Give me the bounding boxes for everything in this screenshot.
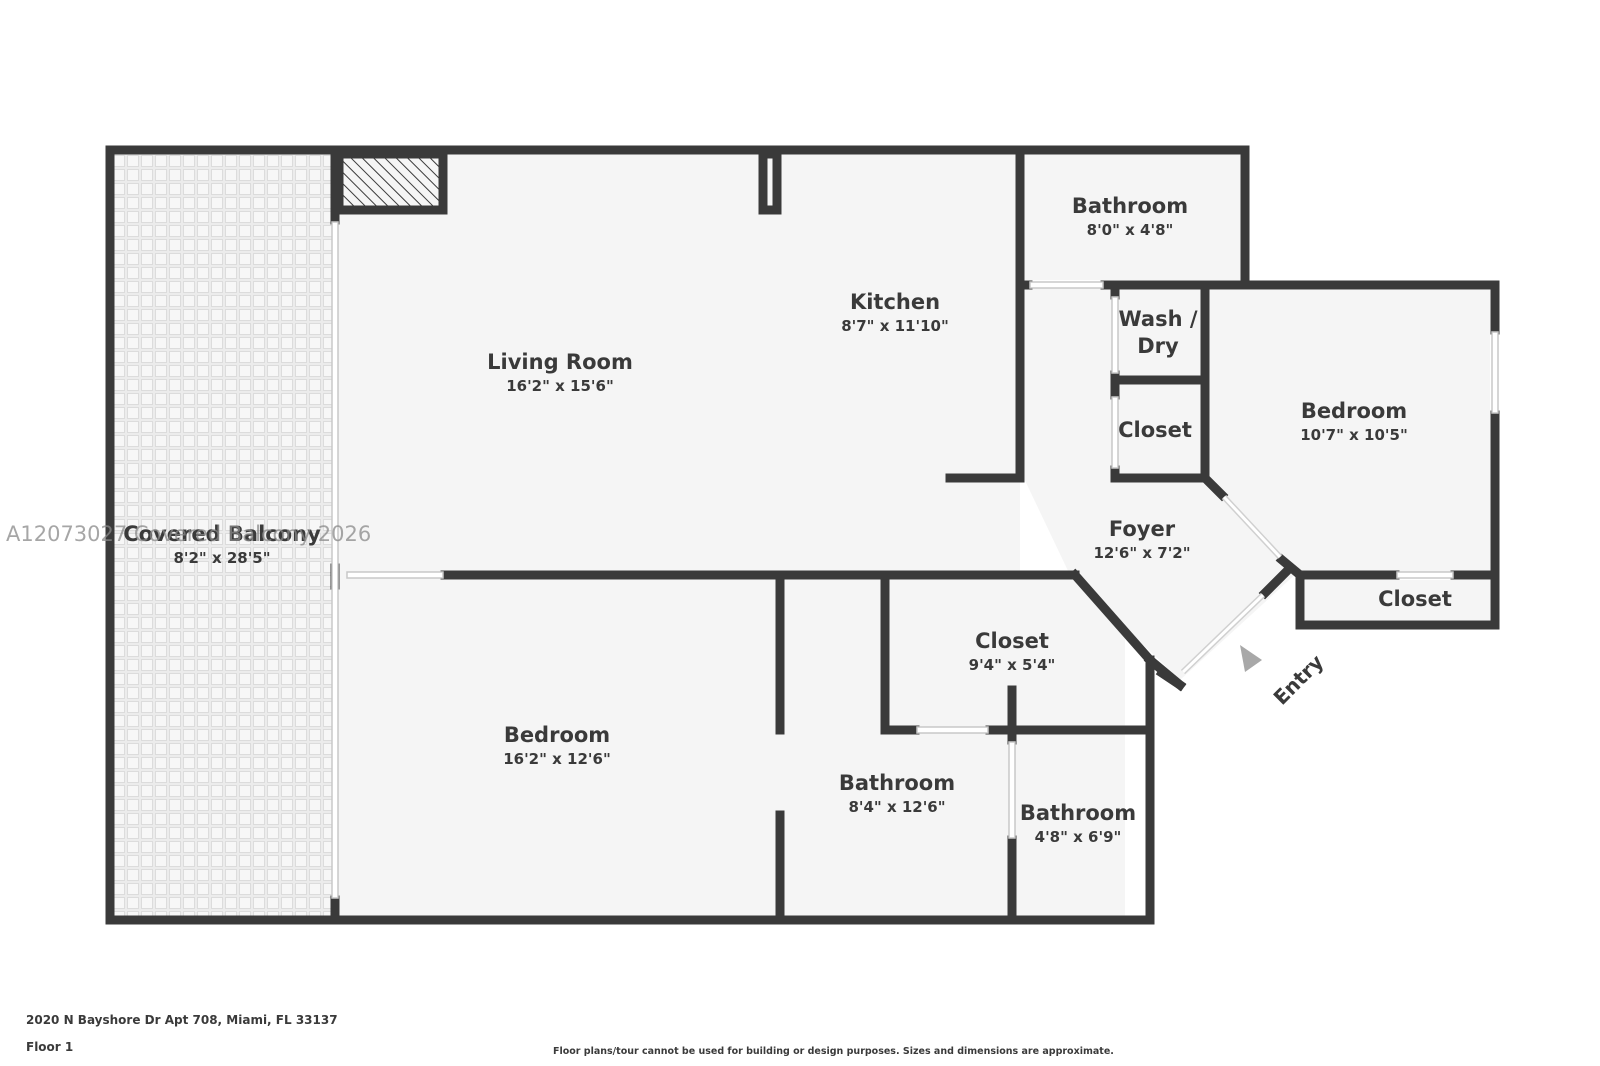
closet-mid-dim: 9'4" x 5'4" xyxy=(969,656,1056,674)
bed-main-floor xyxy=(335,575,780,920)
hatch-box xyxy=(339,154,443,210)
floor-label: Floor 1 xyxy=(26,1040,74,1054)
address-text: 2020 N Bayshore Dr Apt 708, Miami, FL 33… xyxy=(26,1013,338,1027)
closet-right-name: Closet xyxy=(1378,587,1452,611)
bath-top-name: Bathroom xyxy=(1072,194,1188,218)
bed-main-name: Bedroom xyxy=(504,723,610,747)
balcony-floor xyxy=(110,150,335,920)
window xyxy=(1491,331,1499,414)
bath-small-dim: 4'8" x 6'9" xyxy=(1035,828,1122,846)
foyer-dim: 12'6" x 7'2" xyxy=(1093,544,1190,562)
door-opening xyxy=(1111,296,1119,374)
bath-mid-name: Bathroom xyxy=(839,771,955,795)
wash-line2: Dry xyxy=(1137,334,1179,358)
wall xyxy=(1068,568,1157,667)
balcony-dim: 8'2" x 28'5" xyxy=(173,549,270,567)
wash-line1: Wash / xyxy=(1118,307,1197,331)
door-opening xyxy=(346,571,444,579)
door-opening xyxy=(1396,571,1454,579)
bath-mid-floor xyxy=(780,575,1125,920)
door-opening xyxy=(1111,396,1119,469)
living-dim: 16'2" x 15'6" xyxy=(506,377,614,395)
walls xyxy=(105,145,1500,925)
entry-arrow-icon xyxy=(1240,645,1262,672)
balcony-name: Covered Balcony xyxy=(123,522,321,546)
living-name: Living Room xyxy=(487,350,633,374)
bath-top-floor xyxy=(1020,150,1245,280)
hatch-box-wall xyxy=(334,149,448,215)
kitchen-dim: 8'7" x 11'10" xyxy=(841,317,949,335)
closet-right-floor xyxy=(1305,580,1490,620)
bath-small-name: Bathroom xyxy=(1020,801,1136,825)
door-opening xyxy=(916,726,989,734)
wall xyxy=(1143,653,1187,692)
entry-label: Entry xyxy=(1269,650,1329,710)
bed-right-name: Bedroom xyxy=(1301,399,1407,423)
door-opening xyxy=(1222,495,1282,559)
bath-top-dim: 8'0" x 4'8" xyxy=(1087,221,1174,239)
disclaimer-text: Floor plans/tour cannot be used for buil… xyxy=(553,1046,1114,1057)
bath-mid-dim: 8'4" x 12'6" xyxy=(848,798,945,816)
living-floor xyxy=(335,150,1020,575)
floor-areas xyxy=(110,150,1490,920)
bed-right-dim: 10'7" x 10'5" xyxy=(1300,426,1408,444)
bed-main-dim: 16'2" x 12'6" xyxy=(503,750,611,768)
wall xyxy=(1258,561,1297,600)
column xyxy=(758,149,782,215)
kitchen-name: Kitchen xyxy=(850,290,940,314)
window xyxy=(331,221,339,899)
foyer-name: Foyer xyxy=(1109,517,1176,541)
entry-door xyxy=(1181,593,1265,674)
watermark: A12073027 Covered Balcony 2026 xyxy=(6,522,371,546)
closet-small-name: Closet xyxy=(1118,418,1192,442)
closet-mid-name: Closet xyxy=(975,629,1049,653)
wall xyxy=(1198,471,1229,502)
door-opening xyxy=(1008,741,1016,839)
door-opening xyxy=(1029,281,1104,289)
openings xyxy=(331,221,1499,899)
room-labels: Covered Balcony 8'2" x 28'5" Living Room… xyxy=(123,194,1452,846)
